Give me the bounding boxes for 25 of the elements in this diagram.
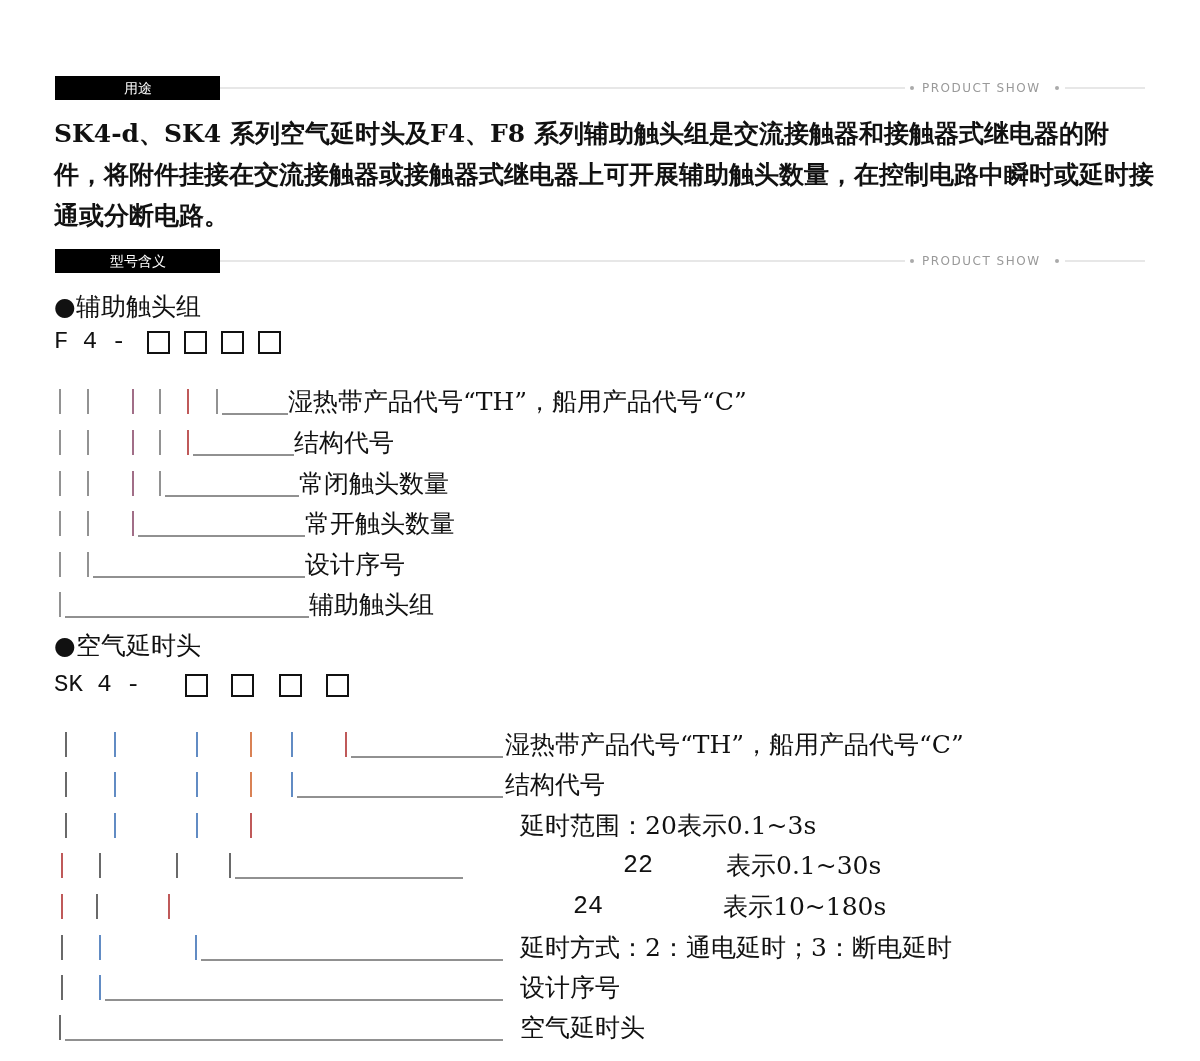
model-code: F 4 - xyxy=(54,327,126,357)
model-code: SK 4 - xyxy=(54,670,141,700)
code-meaning: 常开触头数量 xyxy=(305,509,455,539)
list-heading: ●空气延时头 xyxy=(54,631,201,661)
code-value: 22 xyxy=(623,851,653,881)
description-paragraph: SK4-d、SK4 系列空气延时头及F4、F8 系列辅助触头组是交流接触器和接触器式继电器的附件，将附件挂接在交流接触器或接触器式继电器上可开展辅助触头数量，在控制电路中瞬时或延时接通或分断电路。 xyxy=(54,118,1154,232)
code-meaning: 湿热带产品代号“TH”，船用产品代号“C” xyxy=(288,387,747,417)
code-meaning: 设计序号 xyxy=(520,973,620,1003)
code-meaning: 表示10~180s xyxy=(723,892,887,922)
code-meaning: 延时方式：2：通电延时；3：断电延时 xyxy=(520,933,952,963)
code-meaning: 空气延时头 xyxy=(520,1013,645,1043)
code-meaning: 常闭触头数量 xyxy=(299,469,449,499)
code-meaning: 结构代号 xyxy=(505,770,605,800)
section-tag: PRODUCT SHOW xyxy=(922,253,1041,269)
code-meaning: 延时范围：20表示0.1~3s xyxy=(520,811,817,841)
code-meaning: 辅助触头组 xyxy=(309,590,434,620)
list-heading: ●辅助触头组 xyxy=(54,292,201,322)
code-meaning: 湿热带产品代号“TH”，船用产品代号“C” xyxy=(505,730,964,760)
code-meaning: 设计序号 xyxy=(305,550,405,580)
section-heading: 型号含义 xyxy=(55,249,220,273)
section-heading: 用途 xyxy=(55,76,220,100)
section-tag: PRODUCT SHOW xyxy=(922,80,1041,96)
code-meaning: 结构代号 xyxy=(294,428,394,458)
code-meaning: 表示0.1~30s xyxy=(726,851,882,881)
code-value: 24 xyxy=(573,892,603,922)
